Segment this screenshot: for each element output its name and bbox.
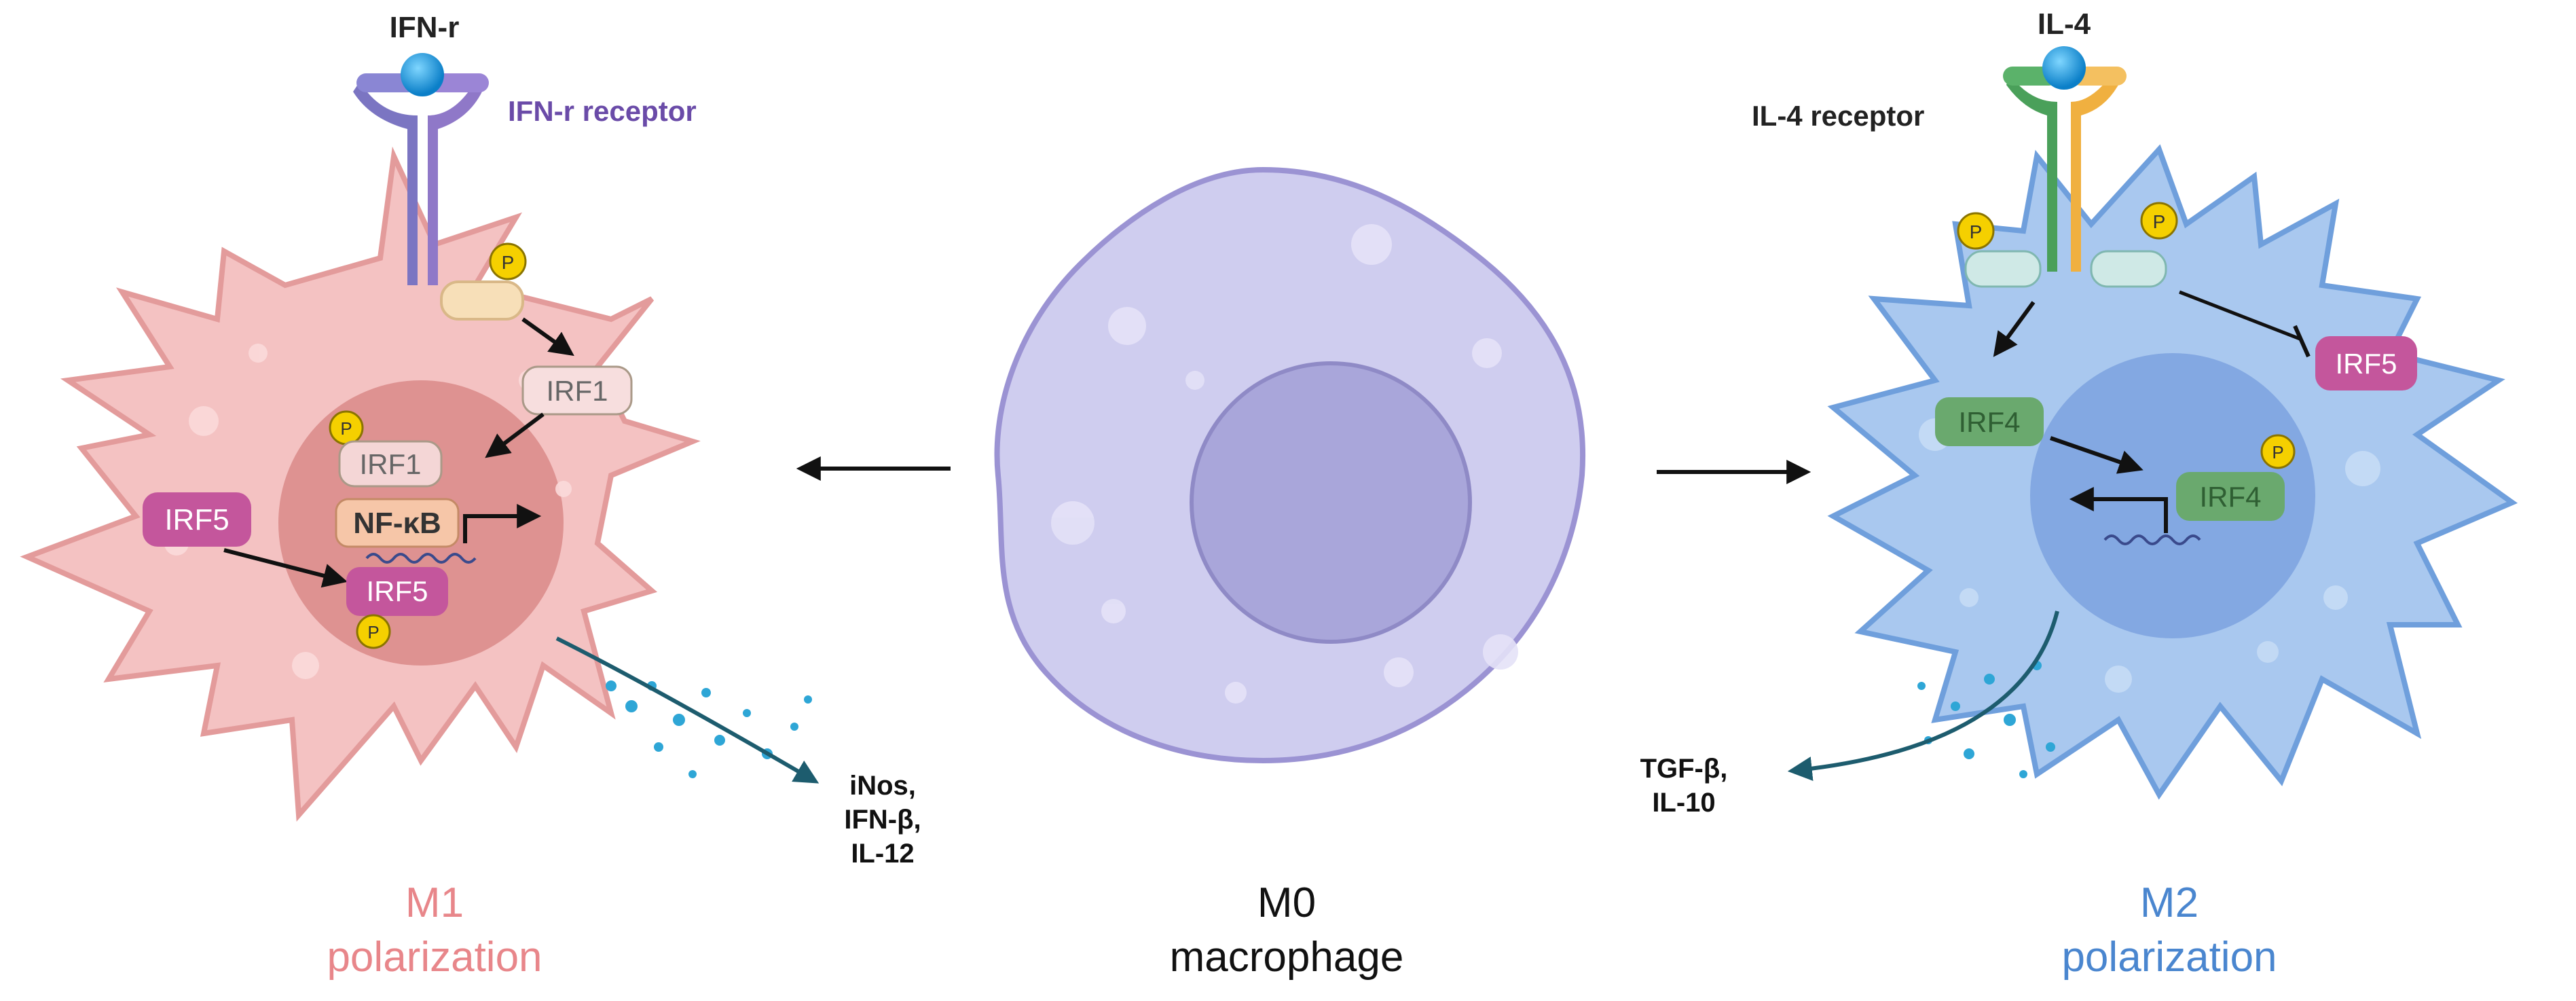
m2-caption-line1: M2	[2140, 879, 2198, 926]
irf4-cytoplasm: IRF4	[1935, 397, 2044, 446]
m2-secretion-arrow	[1787, 611, 2059, 781]
m1-secreted-1: iNos,	[849, 771, 916, 801]
svg-text:IRF4: IRF4	[2199, 481, 2261, 513]
irf4-nucleus: IRF4	[2176, 472, 2285, 521]
svg-text:P: P	[2153, 211, 2166, 232]
m2-phospho-left: P	[1957, 212, 1995, 250]
svg-text:P: P	[1970, 221, 1983, 242]
m0-nucleus	[1190, 361, 1472, 644]
m2-secreted-1: TGF-β,	[1640, 754, 1728, 784]
m1-secretion-arrow	[555, 636, 820, 784]
svg-text:IRF5: IRF5	[366, 575, 428, 607]
irf1-cytoplasm: IRF1	[521, 365, 633, 416]
il-4-ligand	[2042, 46, 2086, 90]
svg-text:NF-κB: NF-κB	[353, 507, 441, 540]
m2-caption-line2: polarization	[2061, 934, 2277, 981]
il-4-label: IL-4	[2038, 7, 2091, 41]
m2-secretion-dots	[1917, 661, 2055, 778]
m2-nucleus	[2030, 353, 2315, 638]
svg-text:P: P	[340, 418, 352, 439]
m1-secreted-2: IFN-β,	[844, 805, 921, 835]
m1-caption-line1: M1	[405, 879, 464, 926]
m1-phospho-irf5: P	[356, 614, 391, 649]
m0-caption-line1: M0	[1257, 879, 1316, 926]
m2-phospho-right: P	[2140, 202, 2178, 240]
ifn-r-receptor-label: IFN-r receptor	[508, 95, 697, 127]
svg-text:P: P	[2272, 442, 2283, 462]
m1-secreted-3: IL-12	[851, 839, 914, 869]
m1-phospho-top: P	[489, 242, 527, 280]
m1-phospho-irf1: P	[329, 410, 364, 445]
svg-text:IRF1: IRF1	[359, 448, 421, 480]
il-4-receptor-label: IL-4 receptor	[1752, 100, 1924, 132]
m2-cell: IL-4 IL-4 receptor P P IRF5 IRF4 IRF4	[1640, 7, 2518, 818]
svg-text:IRF5: IRF5	[164, 503, 229, 536]
ifn-r-label: IFN-r	[390, 11, 460, 44]
m2-dna	[2103, 534, 2201, 545]
ifn-r-adaptor	[440, 280, 524, 321]
svg-text:IRF5: IRF5	[2335, 348, 2397, 380]
m2-phospho-irf4: P	[2260, 434, 2296, 469]
ifn-r-ligand	[401, 53, 444, 96]
svg-text:P: P	[367, 622, 379, 642]
m1-caption-line2: polarization	[327, 934, 542, 981]
nfkb-box: NF-κB	[335, 498, 460, 548]
svg-text:IRF1: IRF1	[546, 375, 608, 407]
irf5-cytoplasm: IRF5	[143, 492, 251, 547]
m0-caption-line2: macrophage	[1170, 934, 1404, 981]
m2-secreted-2: IL-10	[1652, 788, 1715, 818]
svg-text:P: P	[502, 252, 515, 273]
il-4-receptor	[1964, 46, 2167, 288]
m1-dna	[365, 553, 477, 564]
irf5-nucleus: IRF5	[346, 567, 448, 616]
m2-irf5: IRF5	[2315, 336, 2417, 390]
svg-text:IRF4: IRF4	[1958, 406, 2020, 438]
m1-cell: IFN-r IFN-r receptor P IRF1 P IRF1 NF-κB	[20, 11, 921, 869]
m0-cell	[994, 166, 1585, 764]
ifn-r-receptor	[353, 53, 489, 285]
irf1-nucleus: IRF1	[338, 440, 443, 488]
